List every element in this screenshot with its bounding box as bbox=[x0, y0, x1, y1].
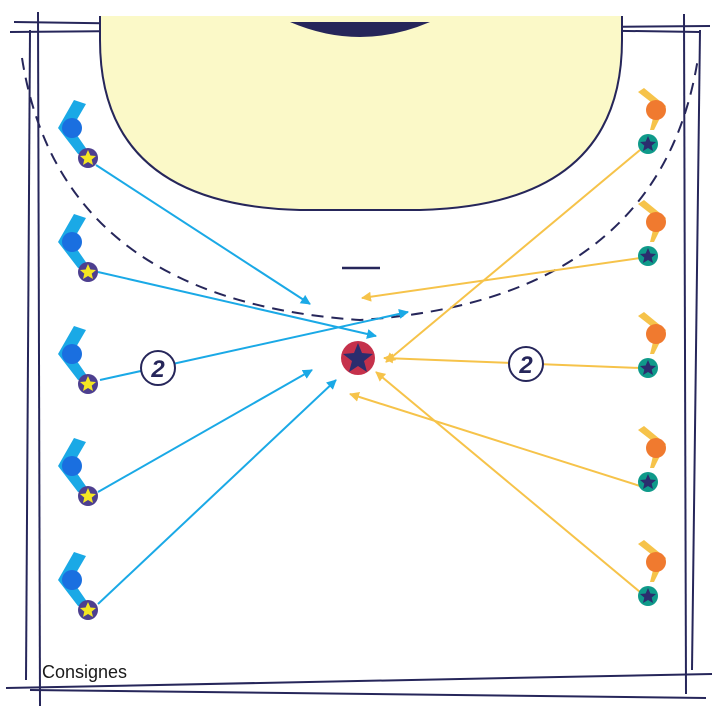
star-marker-icon bbox=[80, 376, 96, 391]
goal-area-line bbox=[99, 16, 623, 211]
orange-player bbox=[638, 200, 666, 266]
count-badge-blue: 2 bbox=[140, 350, 176, 386]
orange-player-dot bbox=[646, 212, 666, 232]
orange-player-dot bbox=[646, 552, 666, 572]
orange-arrows bbox=[349, 149, 641, 593]
orange-player bbox=[638, 88, 666, 154]
blue-player bbox=[58, 326, 98, 394]
star-marker-icon bbox=[80, 602, 96, 617]
count-badge-label: 2 bbox=[518, 352, 533, 379]
free-throw-line bbox=[21, 57, 699, 322]
blue-player-dot bbox=[62, 344, 82, 364]
ball bbox=[341, 341, 375, 375]
star-marker-icon bbox=[80, 150, 96, 165]
orange-arrow bbox=[349, 391, 641, 487]
star-marker-icon bbox=[80, 488, 96, 503]
blue-arrows bbox=[95, 164, 409, 605]
blue-player-dot bbox=[62, 232, 82, 252]
star-marker-icon bbox=[640, 360, 656, 375]
blue-player bbox=[58, 100, 98, 168]
count-badge-label: 2 bbox=[150, 356, 165, 383]
blue-player bbox=[58, 438, 98, 506]
blue-player-dot bbox=[62, 570, 82, 590]
orange-player-dot bbox=[646, 100, 666, 120]
blue-player-dot bbox=[62, 456, 82, 476]
blue-player-dot bbox=[62, 118, 82, 138]
goal bbox=[290, 22, 430, 37]
orange-arrow bbox=[375, 371, 641, 593]
blue-arrow bbox=[97, 369, 313, 493]
star-marker-icon bbox=[80, 264, 96, 279]
goal-area bbox=[100, 16, 622, 210]
star-marker-icon bbox=[640, 136, 656, 151]
orange-player-dot bbox=[646, 324, 666, 344]
orange-arrow bbox=[385, 149, 641, 363]
blue-player bbox=[58, 214, 98, 282]
star-marker-icon bbox=[640, 248, 656, 263]
instructions-label[interactable]: Consignes bbox=[42, 662, 128, 682]
blue-arrow bbox=[97, 379, 337, 605]
blue-arrow bbox=[97, 271, 377, 339]
orange-player-dot bbox=[646, 438, 666, 458]
blue-player bbox=[58, 552, 98, 620]
count-badge-orange: 2 bbox=[508, 346, 544, 382]
star-marker-icon bbox=[640, 474, 656, 489]
orange-player bbox=[638, 540, 666, 606]
orange-arrow bbox=[361, 257, 641, 302]
blue-arrow bbox=[95, 164, 311, 305]
orange-player bbox=[638, 312, 666, 378]
orange-player bbox=[638, 426, 666, 492]
star-marker-icon bbox=[640, 588, 656, 603]
